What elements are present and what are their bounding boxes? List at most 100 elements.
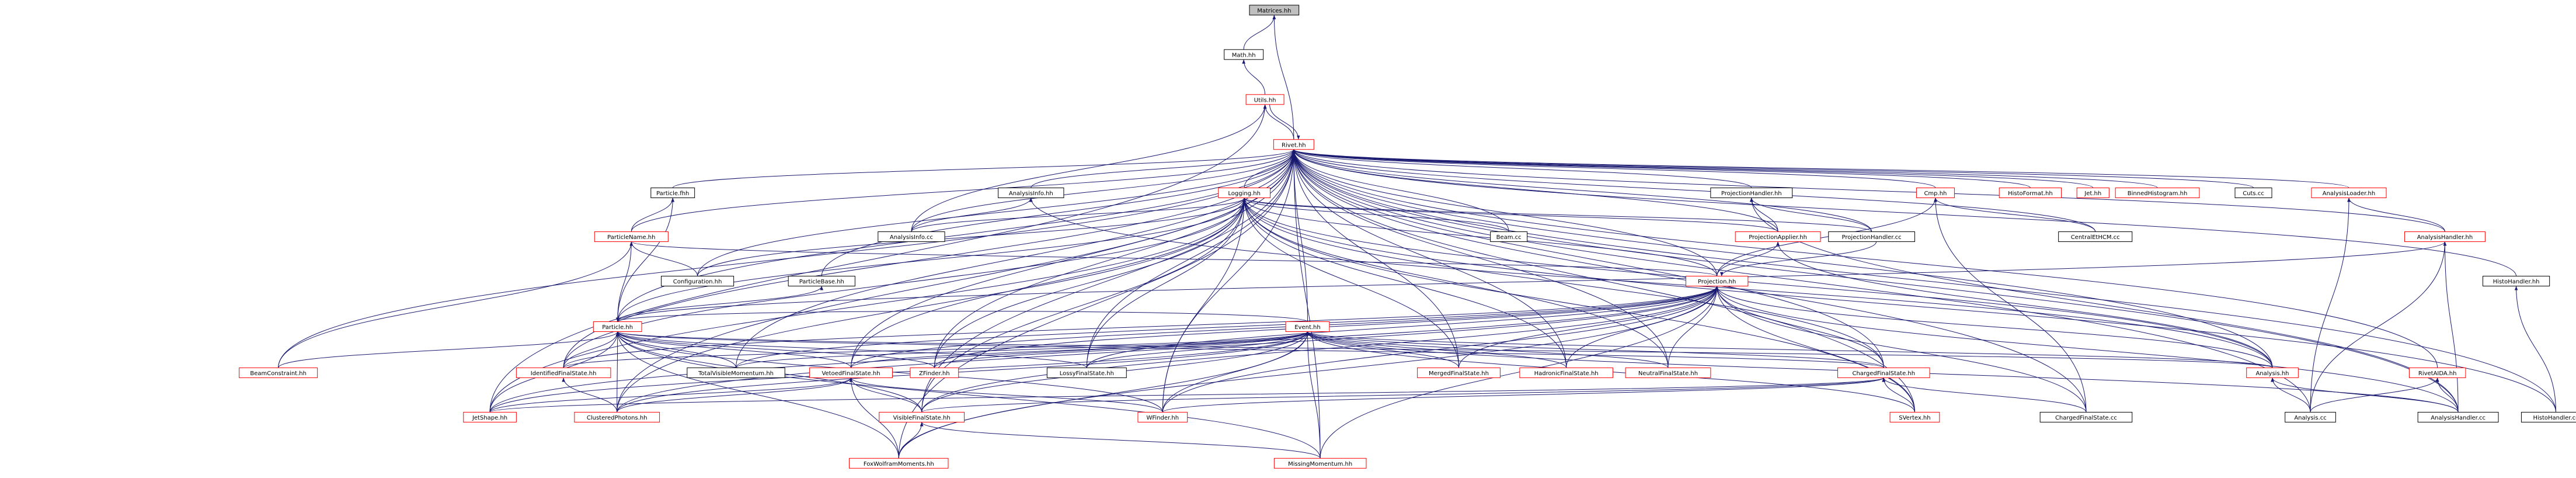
node-box bbox=[849, 458, 949, 469]
node-analysishh[interactable]: Analysis.hh bbox=[2246, 367, 2299, 378]
node-analysisinfohh[interactable]: AnalysisInfo.hh bbox=[998, 188, 1064, 199]
node-chargedfshh[interactable]: ChargedFinalState.hh bbox=[1837, 367, 1930, 378]
edge-identifiedfs-clusteredphotons bbox=[562, 377, 618, 413]
node-histohandlercc[interactable]: HistoHandler.cc bbox=[2521, 411, 2576, 422]
edge-particlehh-analysishh bbox=[616, 331, 2273, 368]
node-analysisinfocc[interactable]: AnalysisInfo.cc bbox=[878, 231, 945, 243]
node-box bbox=[2039, 411, 2133, 422]
node-svertex[interactable]: SVertex.hh bbox=[1889, 411, 1940, 422]
node-logging[interactable]: Logging.hh bbox=[1218, 188, 1270, 199]
node-box bbox=[1735, 231, 1821, 243]
node-binnedhisto[interactable]: BinnedHistogram.hh bbox=[2115, 188, 2200, 199]
edge-chargedfshh-visiblefs bbox=[921, 377, 1885, 413]
node-label: SVertex.hh bbox=[1899, 415, 1930, 421]
node-box bbox=[998, 188, 1064, 199]
node-rivetaida[interactable]: RivetAIDA.hh bbox=[2408, 367, 2466, 378]
node-hadronicfs[interactable]: HadronicFinalState.hh bbox=[1519, 367, 1613, 378]
node-analysiscc[interactable]: Analysis.cc bbox=[2285, 411, 2336, 422]
node-lossyfs[interactable]: LossyFinalState.hh bbox=[1046, 367, 1127, 378]
edge-vetoedfs-wfinder bbox=[849, 377, 1163, 413]
edge-chargedfshh-chargedfscc bbox=[1882, 377, 2087, 413]
edge-projectionhh-clusteredphotons bbox=[617, 286, 1719, 413]
node-box bbox=[687, 367, 785, 378]
node-jetshape[interactable]: JetShape.hh bbox=[463, 411, 517, 422]
edge-logging-clusteredphotons bbox=[617, 198, 1246, 413]
node-beamcc[interactable]: Beam.cc bbox=[1490, 231, 1528, 243]
node-label: HistoFormat.hh bbox=[2008, 190, 2053, 197]
node-histoformat[interactable]: HistoFormat.hh bbox=[1999, 188, 2062, 199]
edge-cmp-projectionhh bbox=[1717, 198, 1937, 276]
node-projectionhandlerhh[interactable]: ProjectionHandler.hh bbox=[1710, 188, 1793, 199]
edge-rivet-cmp bbox=[1292, 149, 1936, 188]
edge-logging-particlehh bbox=[617, 198, 1246, 322]
node-projectionhh[interactable]: Projection.hh bbox=[1685, 276, 1749, 287]
edge-logging-vetoedfs bbox=[851, 198, 1246, 368]
node-box bbox=[239, 367, 318, 378]
edge-rivet-svertex bbox=[1292, 149, 1915, 413]
node-centralethcm[interactable]: CentralEtHCM.cc bbox=[2058, 231, 2133, 243]
node-wfinder[interactable]: WFinder.hh bbox=[1137, 411, 1188, 422]
edge-eventhh-chargedfshh bbox=[1306, 331, 1884, 368]
edges-layer bbox=[278, 15, 2557, 459]
edge-rivet-missingmomentum bbox=[1292, 149, 1321, 459]
node-analysishandlercc[interactable]: AnalysisHandler.cc bbox=[2417, 411, 2499, 422]
node-beamconstraint[interactable]: BeamConstraint.hh bbox=[239, 367, 318, 378]
node-projectionhandlercc[interactable]: ProjectionHandler.cc bbox=[1828, 231, 1915, 243]
node-analysishandlerhh[interactable]: AnalysisHandler.hh bbox=[2404, 231, 2486, 243]
node-label: ProjectionHandler.cc bbox=[1842, 234, 1902, 241]
node-box bbox=[1218, 188, 1270, 199]
node-label: Projection.hh bbox=[1698, 279, 1736, 285]
node-totalvisible[interactable]: TotalVisibleMomentum.hh bbox=[687, 367, 785, 378]
node-histohandlerhh[interactable]: HistoHandler.hh bbox=[2482, 276, 2550, 287]
node-particlebase[interactable]: ParticleBase.hh bbox=[788, 276, 855, 287]
node-missingmomentum[interactable]: MissingMomentum.hh bbox=[1273, 458, 1367, 469]
node-particlename[interactable]: ParticleName.hh bbox=[594, 231, 669, 243]
edge-rivet-projectionhandlercc bbox=[1292, 149, 1872, 232]
edge-analysishh-analysishandlercc bbox=[2271, 377, 2459, 413]
node-particlehh[interactable]: Particle.hh bbox=[593, 321, 642, 332]
node-box bbox=[2404, 231, 2486, 243]
node-clusteredphotons[interactable]: ClusteredPhotons.hh bbox=[574, 411, 660, 422]
node-projectionapplier[interactable]: ProjectionApplier.hh bbox=[1735, 231, 1821, 243]
node-label: Particle.fhh bbox=[656, 190, 689, 197]
node-jethh[interactable]: Jet.hh bbox=[2076, 188, 2109, 199]
edge-logging-configuration bbox=[697, 198, 1246, 276]
node-matrices: Matrices.hh bbox=[1249, 5, 1300, 16]
node-label: Beam.cc bbox=[1496, 234, 1522, 241]
node-configuration[interactable]: Configuration.hh bbox=[661, 276, 734, 287]
edge-eventhh-identifiedfs bbox=[563, 331, 1309, 368]
node-label: Cmp.hh bbox=[1924, 190, 1947, 197]
edge-projectionhh-identifiedfs bbox=[563, 286, 1719, 368]
edge-logging-projectionhandlercc bbox=[1242, 198, 1872, 232]
node-identifiedfs[interactable]: IdentifiedFinalState.hh bbox=[516, 367, 611, 378]
edge-rivet-particlehh bbox=[617, 149, 1296, 322]
node-label: Analysis.hh bbox=[2255, 370, 2289, 377]
node-math[interactable]: Math.hh bbox=[1224, 49, 1264, 60]
node-visiblefs[interactable]: VisibleFinalState.hh bbox=[879, 411, 965, 422]
node-eventhh[interactable]: Event.hh bbox=[1285, 321, 1330, 332]
edge-analysishandlerhh-analysishandlercc bbox=[2443, 241, 2459, 413]
node-label: ChargedFinalState.cc bbox=[2055, 415, 2117, 421]
node-mergedfs[interactable]: MergedFinalState.hh bbox=[1417, 367, 1501, 378]
node-label: MergedFinalState.hh bbox=[1429, 370, 1489, 377]
edge-logging-zfinder bbox=[934, 198, 1246, 368]
node-vetoedfs[interactable]: VetoedFinalState.hh bbox=[809, 367, 893, 378]
node-cutscc[interactable]: Cuts.cc bbox=[2234, 188, 2272, 199]
node-chargedfscc[interactable]: ChargedFinalState.cc bbox=[2039, 411, 2133, 422]
node-box bbox=[2246, 367, 2299, 378]
node-analysisloader[interactable]: AnalysisLoader.hh bbox=[2311, 188, 2387, 199]
node-particlefhh[interactable]: Particle.fhh bbox=[650, 188, 695, 199]
node-rivet[interactable]: Rivet.hh bbox=[1273, 139, 1314, 150]
node-cmp[interactable]: Cmp.hh bbox=[1916, 188, 1955, 199]
node-zfinder[interactable]: ZFinder.hh bbox=[910, 367, 959, 378]
node-box bbox=[593, 321, 642, 332]
node-box bbox=[2058, 231, 2133, 243]
node-label: Rivet.hh bbox=[1282, 142, 1306, 148]
node-foxwolfram[interactable]: FoxWolframMoments.hh bbox=[849, 458, 949, 469]
edge-projectionapplier-projectionhh bbox=[1717, 241, 1780, 276]
edge-eventhh-hadronicfs bbox=[1306, 331, 1567, 368]
node-utils[interactable]: Utils.hh bbox=[1245, 94, 1284, 105]
node-neutralfs[interactable]: NeutralFinalState.hh bbox=[1625, 367, 1711, 378]
edge-chargedfshh-jetshape bbox=[489, 377, 1885, 413]
node-box bbox=[1999, 188, 2062, 199]
